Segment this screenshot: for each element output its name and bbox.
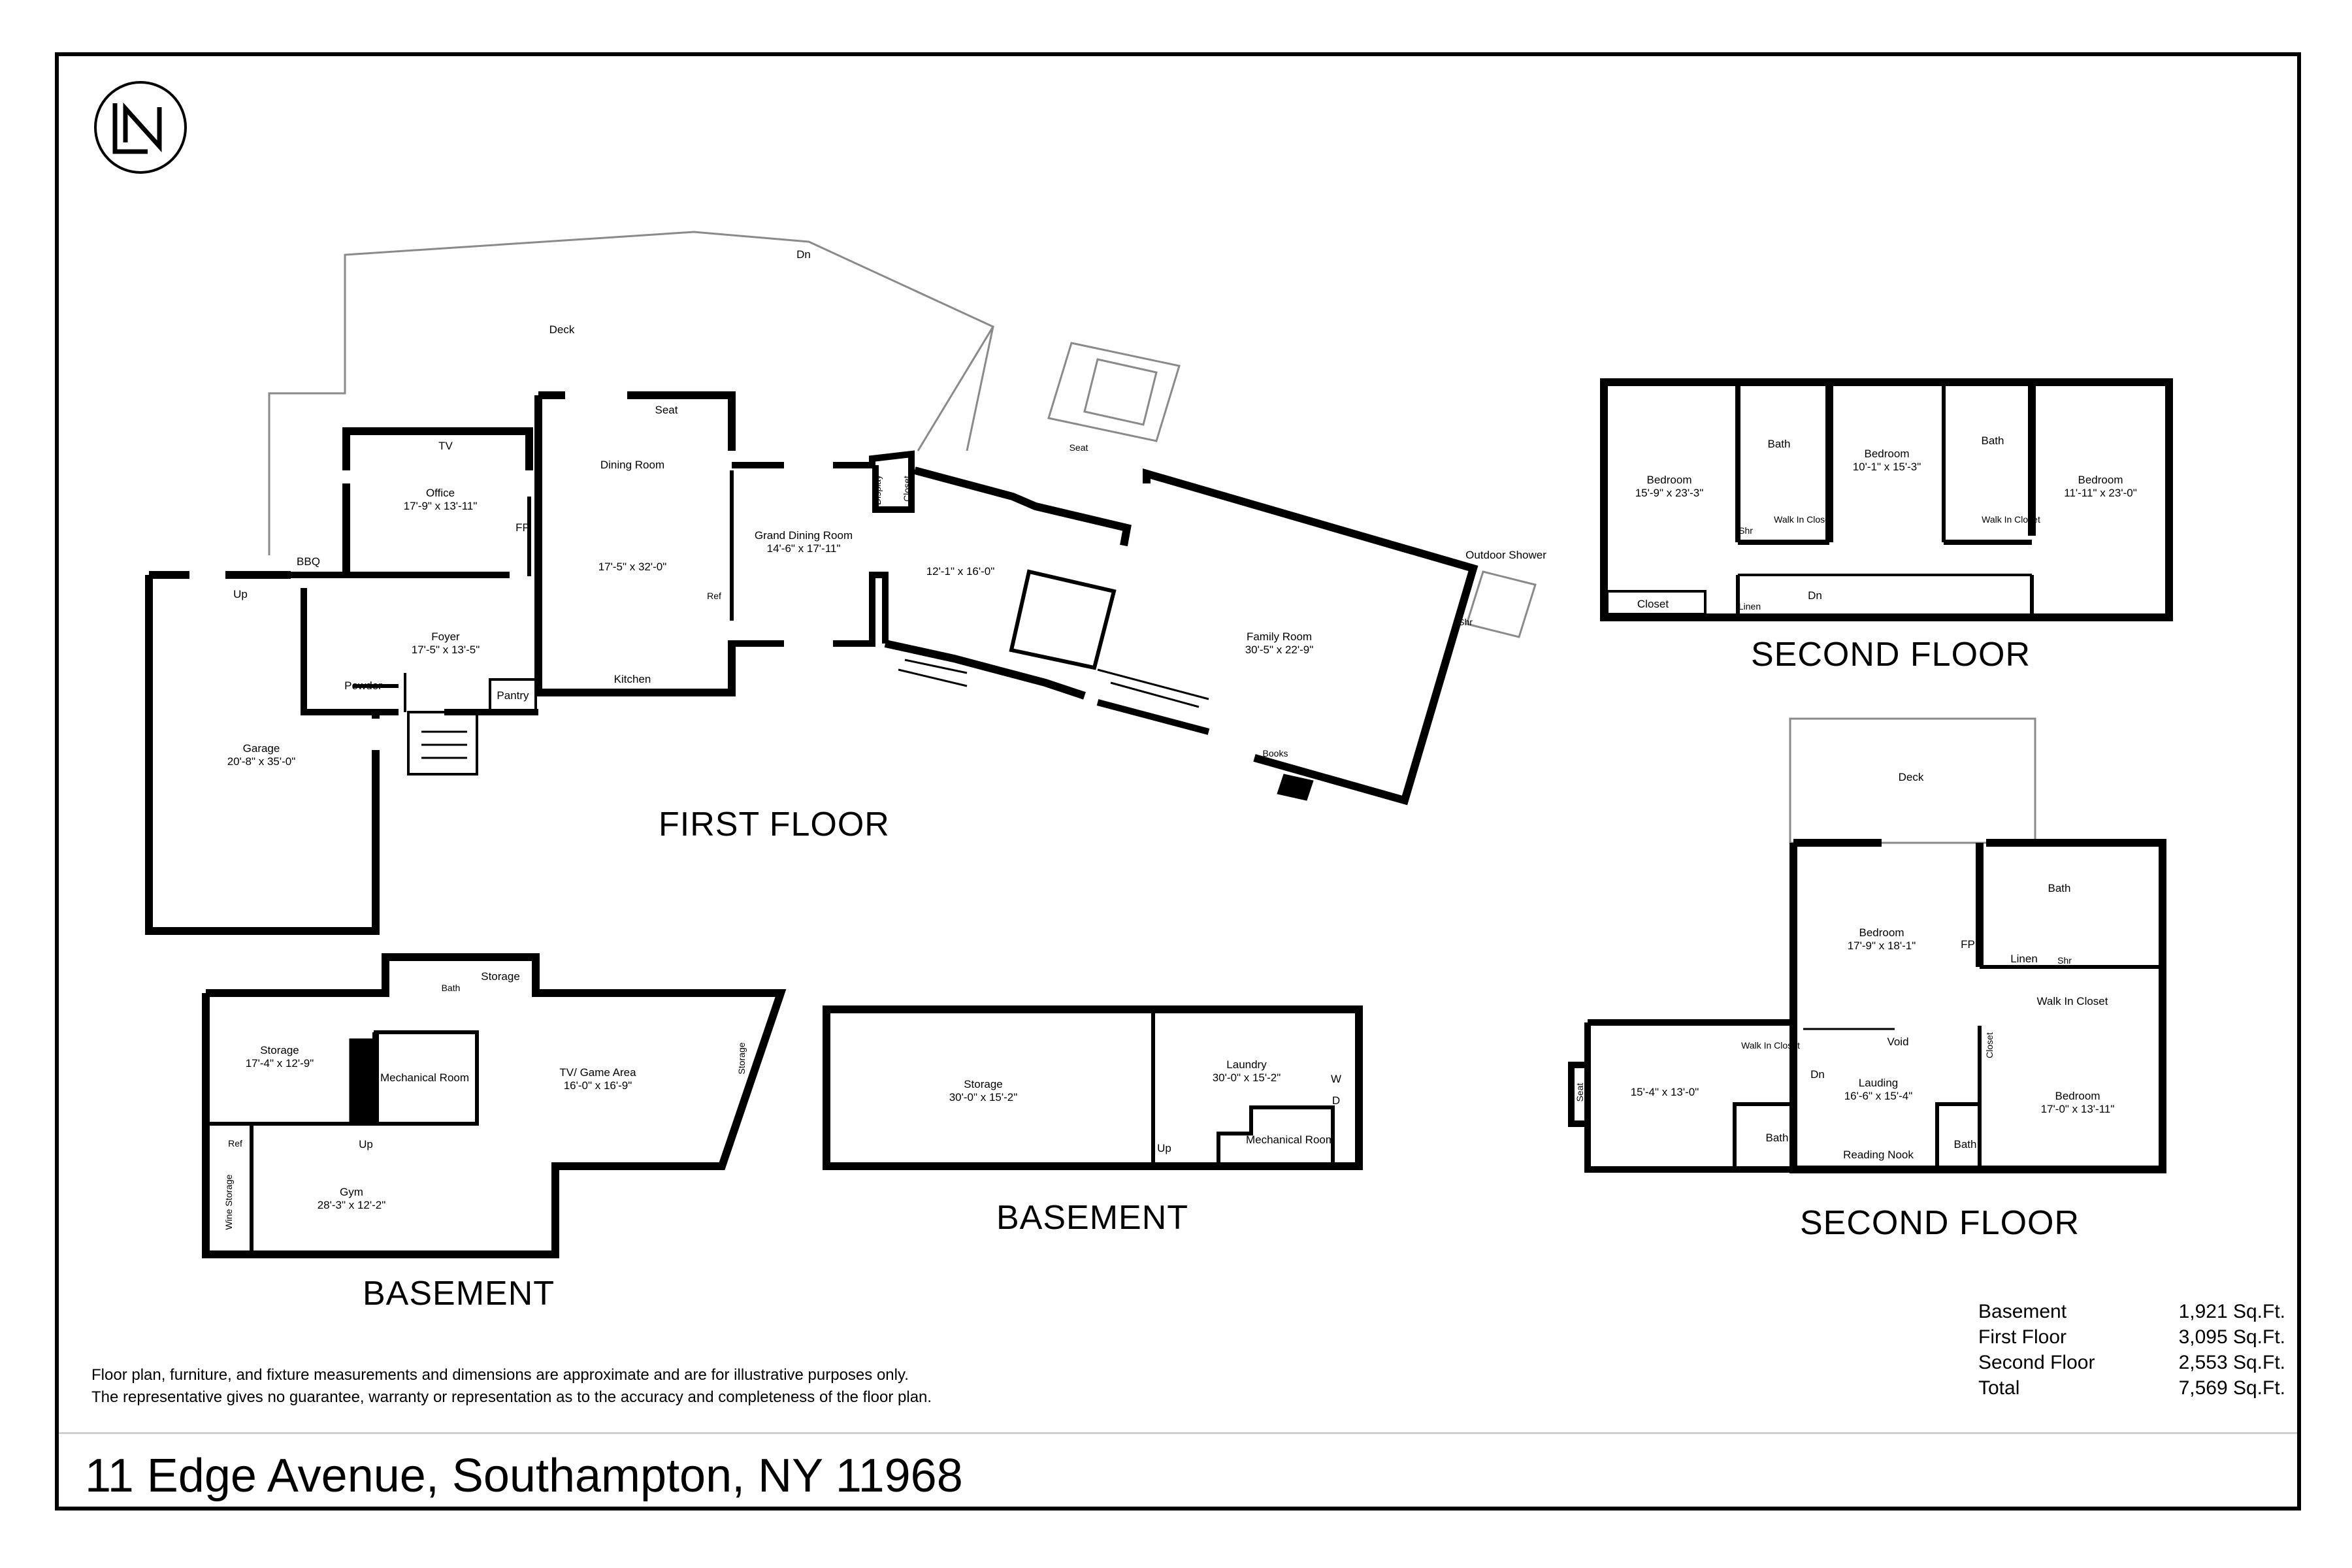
room-unnamed-b: 15'-4" x 13'-0"	[1630, 1086, 1699, 1098]
closet-ba-label: Closet	[355, 1094, 366, 1120]
room-deck: Deck	[549, 323, 575, 336]
closet-label: Closet	[902, 476, 912, 502]
shower-a-label: Shr	[1739, 525, 1753, 536]
second-floor-b-label: SECOND FLOOR	[1800, 1204, 2080, 1242]
basement-b-label: BASEMENT	[996, 1199, 1189, 1237]
walk-in-closet-b2: Walk In Closet	[1741, 1040, 1800, 1051]
brand-logo	[94, 81, 187, 174]
first-floor-label: FIRST FLOOR	[659, 806, 890, 843]
stair-dn-b: Dn	[1810, 1068, 1825, 1081]
stair-up-ba: Up	[359, 1138, 373, 1151]
fireplace-b-label: FP	[1961, 938, 1975, 951]
ref-ba-label: Ref	[228, 1138, 242, 1149]
books-label: Books	[1262, 748, 1288, 759]
seat-b-label: Seat	[1575, 1083, 1585, 1102]
room-dining-dims: 17'-5" x 32'-0"	[598, 561, 667, 573]
room-bath-ba: Bath	[441, 983, 461, 993]
stair-up-bb: Up	[1157, 1142, 1171, 1154]
storage-ba3-label: Storage	[736, 1042, 747, 1075]
disclaimer-text: Floor plan, furniture, and fixture measu…	[91, 1366, 932, 1406]
display-label: Display	[872, 475, 883, 505]
linen-a-label: Linen	[1738, 601, 1761, 612]
room-pantry: Pantry	[497, 689, 529, 702]
room-bath-a1: Bath	[1767, 438, 1791, 450]
logo-mark	[112, 102, 162, 154]
room-bath-b1: Bath	[2048, 882, 2071, 894]
linen-b-label: Linen	[2010, 953, 2038, 965]
walk-in-closet-b1: Walk In Closet	[2036, 995, 2108, 1007]
reading-nook-label: Reading Nook	[1843, 1149, 1914, 1161]
closet-a-label: Closet	[1637, 598, 1669, 610]
deck-b-label: Deck	[1898, 771, 1924, 783]
walk-in-closet-a2: Walk In Closet	[1982, 514, 2040, 525]
closet-b-label: Closet	[1984, 1032, 1995, 1058]
fireplace-label: FP	[515, 521, 530, 534]
bbq-label: BBQ	[297, 555, 320, 568]
basement-a-label: BASEMENT	[363, 1275, 555, 1313]
room-kitchen: Kitchen	[613, 673, 651, 685]
seat-label: Seat	[655, 404, 678, 416]
deck-seat-label: Seat	[1069, 442, 1088, 453]
room-storage-ba2: Storage	[481, 970, 520, 983]
wine-storage-label: Wine Storage	[223, 1174, 234, 1230]
tv-label: TV	[438, 440, 453, 452]
shower-label: Shr	[1458, 617, 1473, 627]
ref-label: Ref	[707, 591, 721, 601]
room-bath-b2: Bath	[1765, 1132, 1789, 1144]
room-unnamed-first: 12'-1" x 16'-0"	[926, 565, 995, 578]
room-mechanical-bb: Mechanical Room	[1245, 1134, 1335, 1146]
property-address: 11 Edge Avenue, Southampton, NY 11968	[85, 1450, 963, 1502]
dryer-label: D	[1331, 1094, 1341, 1107]
room-powder: Powder	[344, 679, 382, 692]
room-bath-b3: Bath	[1953, 1138, 1977, 1151]
room-bath-a2: Bath	[1981, 434, 2004, 447]
second-floor-a-label: SECOND FLOOR	[1751, 636, 2031, 674]
washer-label: W	[1330, 1073, 1342, 1085]
room-mechanical-ba: Mechanical Room	[380, 1071, 470, 1084]
footer-divider	[59, 1432, 2297, 1434]
walk-in-closet-a1: Walk In Closet	[1774, 514, 1833, 525]
stair-dn-label: Dn	[796, 248, 811, 261]
stair-dn-a: Dn	[1808, 589, 1822, 602]
void-label: Void	[1887, 1036, 1909, 1048]
drawing-frame	[55, 52, 2301, 1511]
outdoor-shower-label: Outdoor Shower	[1465, 549, 1546, 561]
room-dining: Dining Room	[600, 459, 665, 471]
shower-b1-label: Shr	[2057, 955, 2072, 966]
stair-up-label: Up	[233, 588, 248, 600]
